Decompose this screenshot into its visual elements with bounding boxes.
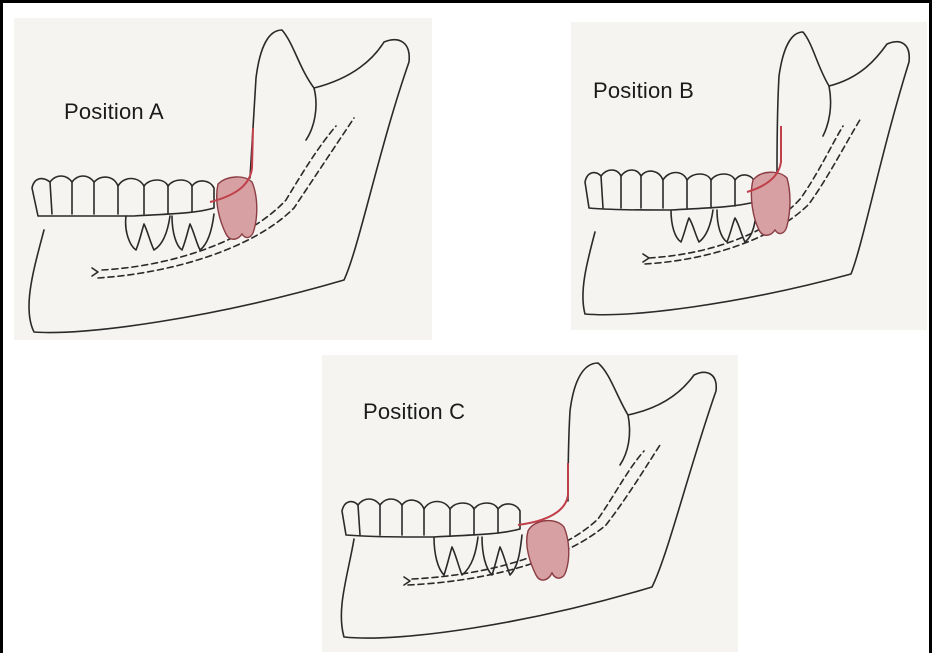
mandible-outline bbox=[29, 30, 409, 333]
ramus-border-line bbox=[518, 463, 568, 525]
ramus-curve bbox=[620, 415, 630, 465]
mandibular-canal-inner bbox=[412, 451, 644, 579]
mental-foramen bbox=[404, 577, 410, 585]
impacted-molar bbox=[751, 172, 790, 235]
mandible-illustration-b bbox=[571, 22, 927, 330]
position-c-label: Position C bbox=[363, 399, 465, 425]
molar-roots bbox=[671, 210, 713, 242]
panel-position-c: Position C bbox=[322, 355, 738, 652]
molar-roots bbox=[434, 537, 478, 575]
mandible-illustration-a bbox=[14, 18, 432, 340]
position-b-label: Position B bbox=[593, 78, 694, 104]
molar-roots bbox=[126, 216, 170, 250]
mental-foramen bbox=[92, 268, 98, 276]
impacted-molar bbox=[217, 177, 257, 239]
panel-position-b: Position B bbox=[571, 22, 927, 330]
tooth-crowns bbox=[32, 176, 214, 216]
panel-position-a: Position A bbox=[14, 18, 432, 340]
mandible-outline bbox=[583, 32, 909, 315]
ramus-curve bbox=[823, 86, 831, 136]
tooth-crowns bbox=[342, 499, 520, 537]
position-a-label: Position A bbox=[64, 99, 164, 125]
tooth-crowns bbox=[585, 170, 755, 210]
ramus-curve bbox=[306, 88, 316, 140]
impacted-molar bbox=[527, 521, 569, 580]
mental-foramen bbox=[643, 254, 649, 262]
